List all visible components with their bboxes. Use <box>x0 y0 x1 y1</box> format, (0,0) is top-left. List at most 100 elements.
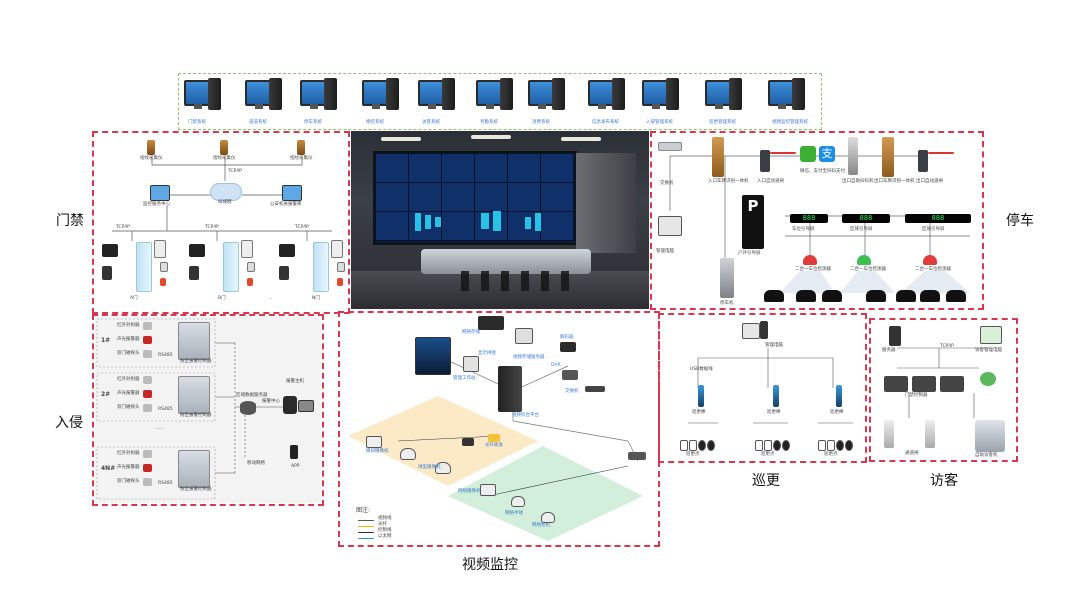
client-computer-label: 消费系统 <box>532 120 550 125</box>
client-computer-label: 梯控系统 <box>366 120 384 125</box>
monitor-stand <box>428 104 436 109</box>
patrol-tower-icon <box>760 321 768 339</box>
fingerprint-reader-3 <box>297 140 305 155</box>
client-computer <box>300 78 340 112</box>
tower-icon <box>500 78 513 110</box>
fire-alarm <box>247 278 253 286</box>
parking-kiosk <box>720 258 734 298</box>
door-b-label: B门 <box>218 296 226 301</box>
detector-icon <box>143 350 152 358</box>
access-controller <box>102 266 112 280</box>
video-label: 网络存储 <box>462 330 480 335</box>
visitor-controller-1 <box>884 376 908 392</box>
rs485-label: RS485 <box>158 481 173 486</box>
turnstile-left <box>884 420 894 448</box>
patrol-point-icon <box>680 440 688 451</box>
exit-gate <box>918 150 928 172</box>
tower-icon <box>729 78 742 110</box>
door-exit-button <box>247 262 255 272</box>
patrol-point-icon <box>698 440 706 451</box>
fiber-transceiver <box>462 438 474 446</box>
visitor-pc-label: 访客管理电脑 <box>975 348 1002 353</box>
patrol-usb-label: USB数据线 <box>690 367 713 372</box>
console-desk <box>421 249 591 274</box>
detector-label: 双门磁探头 <box>117 351 140 356</box>
patrol-point-label: 巡更点 <box>686 452 700 457</box>
legend-line <box>358 526 374 527</box>
display-label-1: 车位引导屏 <box>792 227 815 232</box>
patrol-wand-icon <box>773 385 779 407</box>
tower-icon <box>386 78 399 110</box>
door-monitor <box>279 244 295 257</box>
dome-camera-1 <box>400 448 416 460</box>
video-wall-cell <box>474 211 508 241</box>
client-computer-label: 道道系统 <box>249 120 267 125</box>
parking-frame <box>650 131 984 310</box>
switch-icon <box>658 142 682 151</box>
patrol-wand-icon <box>836 385 842 407</box>
kiosk-label: 停车机 <box>720 301 734 306</box>
legend-item: 光纤 <box>378 522 387 527</box>
patrol-point-icon <box>818 440 826 451</box>
patrol-point-label: 巡更点 <box>761 452 775 457</box>
patrol-wiring <box>688 348 853 424</box>
phone-icon <box>290 445 298 459</box>
fingerprint-reader-1 <box>147 140 155 155</box>
guide-screen-label: 户外引导屏 <box>738 251 761 256</box>
legend-title: 图注: <box>356 507 371 514</box>
control-room-photo <box>351 131 649 309</box>
video-label: 网络半球 <box>505 511 523 516</box>
cloud-label: 局域网 <box>218 200 232 205</box>
net-camera-box <box>480 484 496 496</box>
app-label: APP <box>291 464 300 469</box>
car-icon <box>946 290 966 302</box>
tower-icon <box>612 78 625 110</box>
door-monitor <box>189 244 205 257</box>
door-camera <box>331 240 343 258</box>
client-computer <box>705 78 745 112</box>
patrol-point-icon <box>689 440 697 451</box>
visitor-kiosk <box>975 420 1005 452</box>
keyboard-icon <box>585 386 605 392</box>
alarm-monitor-icon <box>298 400 314 412</box>
visitor-controller-2 <box>912 376 936 392</box>
client-computer <box>184 78 224 112</box>
detector-label: 红外对射器 <box>117 451 140 456</box>
video-wall-cell <box>507 182 541 212</box>
video-wall-cell <box>540 182 574 212</box>
video-wall-cell <box>441 153 475 183</box>
detector-icon <box>143 404 152 412</box>
label-intrusion: 入侵 <box>55 415 83 431</box>
client-computer <box>362 78 402 112</box>
detector-icon <box>143 450 152 458</box>
sensor-label-1: 二合一车位检测器 <box>795 267 831 272</box>
access-wiring <box>112 159 332 241</box>
host-label: 报警主机 <box>286 379 304 384</box>
analog-camera-box <box>366 436 382 448</box>
monitor-stand <box>194 104 202 109</box>
visitor-server-label: 服务器 <box>882 348 896 353</box>
video-wall-cell <box>540 153 574 183</box>
patrol-point-icon <box>827 440 835 451</box>
client-computer-label: 门禁系统 <box>188 120 206 125</box>
car-icon <box>764 290 784 302</box>
tower-icon <box>324 78 337 110</box>
exit-scan-machine <box>848 137 858 175</box>
video-wall-cell <box>474 182 508 212</box>
chart-bar <box>535 213 541 231</box>
label-visitor: 访客 <box>930 473 958 489</box>
entry-gate-label: 入口自动道闸 <box>757 179 784 184</box>
door-n-label: N门 <box>312 296 320 301</box>
reader-label-2: 指纹采集仪 <box>213 156 236 161</box>
door-exit-button <box>160 262 168 272</box>
client-computer-label: 巡更管理系统 <box>709 120 736 125</box>
led-value-1: 888 <box>802 214 816 222</box>
access-controller <box>189 266 199 280</box>
car-icon <box>896 290 916 302</box>
zone-number: 2# <box>101 391 111 398</box>
sensor-label-3: 二合一车位检测器 <box>915 267 951 272</box>
net-label-bar: 报警中心 <box>262 399 280 404</box>
monitor-stand <box>538 104 546 109</box>
monitor-stand <box>372 104 380 109</box>
client-computer-label: 访客系统 <box>422 120 440 125</box>
